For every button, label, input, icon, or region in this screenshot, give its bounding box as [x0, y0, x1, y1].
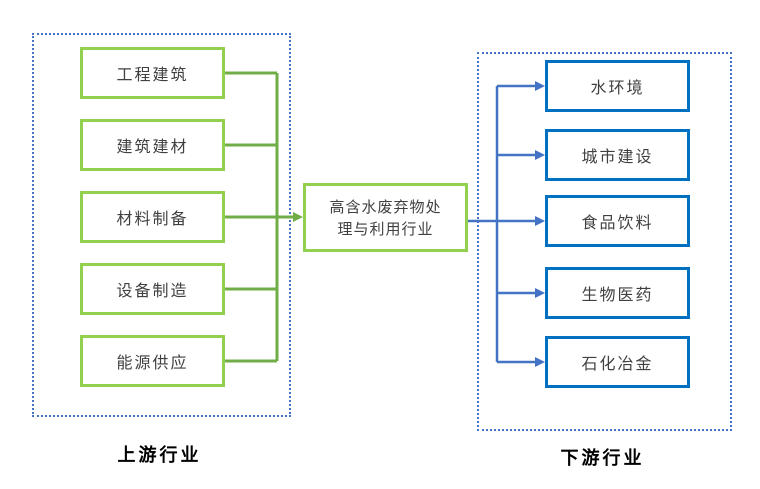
upstream-box-3: 材料制备 — [80, 191, 225, 243]
upstream-group-box — [32, 33, 291, 417]
center-industry-line2: 理与利用行业 — [337, 219, 434, 238]
center-industry-line1: 高含水废弃物处 — [329, 197, 442, 216]
downstream-arrowhead-1-icon — [535, 81, 545, 91]
downstream-box-1-label: 水环境 — [590, 78, 645, 97]
upstream-group-title: 上游行业 — [117, 445, 202, 466]
downstream-box-3: 食品饮料 — [545, 195, 690, 247]
downstream-box-1: 水环境 — [545, 60, 690, 112]
downstream-arrowhead-5-icon — [535, 357, 545, 367]
downstream-box-5: 石化冶金 — [545, 336, 690, 388]
upstream-box-1-label: 工程建筑 — [116, 65, 189, 84]
downstream-arrowhead-4-icon — [535, 288, 545, 298]
upstream-box-4: 设备制造 — [80, 263, 225, 315]
downstream-box-4: 生物医药 — [545, 267, 690, 319]
downstream-arrowhead-3-icon — [535, 216, 545, 226]
upstream-box-5: 能源供应 — [80, 335, 225, 387]
downstream-arrowhead-2-icon — [535, 150, 545, 160]
downstream-box-2: 城市建设 — [545, 129, 690, 181]
downstream-box-4-label: 生物医药 — [581, 285, 654, 304]
upstream-box-5-label: 能源供应 — [116, 353, 189, 372]
downstream-group-box — [477, 52, 732, 431]
upstream-box-4-label: 设备制造 — [116, 281, 189, 300]
upstream-box-2-label: 建筑建材 — [116, 137, 189, 156]
downstream-group-title: 下游行业 — [560, 448, 645, 469]
upstream-box-2: 建筑建材 — [80, 119, 225, 171]
center-industry-box: 高含水废弃物处 理与利用行业 — [303, 183, 468, 252]
downstream-box-2-label: 城市建设 — [581, 147, 654, 166]
downstream-box-3-label: 食品饮料 — [581, 213, 654, 232]
upstream-box-1: 工程建筑 — [80, 47, 225, 99]
center-arrowhead-icon — [293, 212, 303, 222]
downstream-box-5-label: 石化冶金 — [581, 354, 654, 373]
upstream-box-3-label: 材料制备 — [116, 209, 189, 228]
